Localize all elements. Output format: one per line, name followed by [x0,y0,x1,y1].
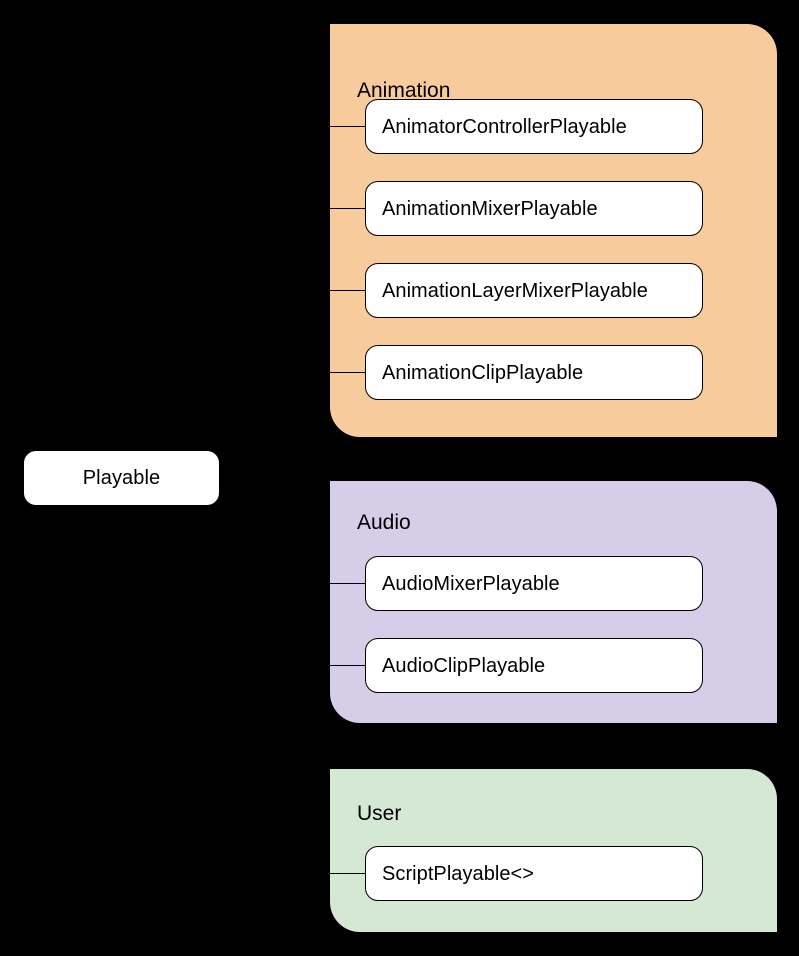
node-scriptplayable-label: ScriptPlayable<> [382,862,535,885]
node-playable[interactable]: Playable [23,450,220,506]
node-animationclipplayable-label: AnimationClipPlayable [382,361,584,384]
node-scriptplayable[interactable]: ScriptPlayable<> [365,846,703,901]
group-user[interactable]: User ScriptPlayable<> [330,769,777,932]
group-animation-title: Animation [357,79,451,102]
node-animationlayermixerplayable-label: AnimationLayerMixerPlayable [382,279,648,302]
node-animatorcontrollerplayable[interactable]: AnimatorControllerPlayable [365,99,703,154]
group-audio[interactable]: Audio AudioMixerPlayable AudioClipPlayab… [330,481,777,723]
node-animationclipplayable[interactable]: AnimationClipPlayable [365,345,703,400]
connector-line [330,372,366,373]
connector-line [330,126,366,127]
connector-line [330,290,366,291]
node-audiomixerplayable-label: AudioMixerPlayable [382,572,560,595]
node-playable-label: Playable [82,467,161,489]
connector-line [330,873,366,874]
connector-line [330,208,366,209]
node-audioclipplayable-label: AudioClipPlayable [382,654,546,677]
group-animation[interactable]: Animation AnimatorControllerPlayable Ani… [330,24,777,437]
connector-line [330,583,366,584]
node-animationmixerplayable-label: AnimationMixerPlayable [382,197,598,220]
node-animatorcontrollerplayable-label: AnimatorControllerPlayable [382,115,627,138]
group-user-title: User [357,802,402,825]
connector-line [330,665,366,666]
node-animationmixerplayable[interactable]: AnimationMixerPlayable [365,181,703,236]
node-audiomixerplayable[interactable]: AudioMixerPlayable [365,556,703,611]
node-animationlayermixerplayable[interactable]: AnimationLayerMixerPlayable [365,263,703,318]
group-audio-title: Audio [357,511,411,534]
node-audioclipplayable[interactable]: AudioClipPlayable [365,638,703,693]
